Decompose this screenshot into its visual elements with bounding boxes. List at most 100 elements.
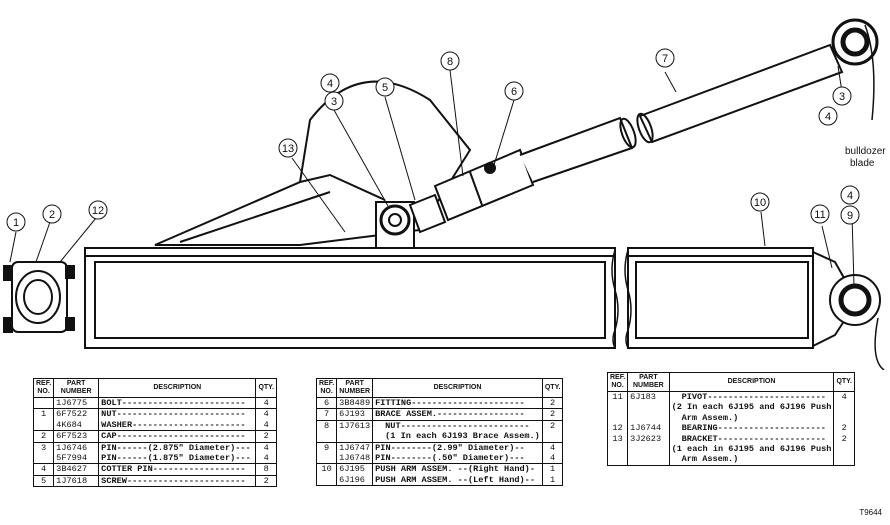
ref-cell	[607, 444, 629, 455]
description-cell: COTTER PIN------------------	[98, 463, 256, 476]
callout-3b	[832, 86, 852, 106]
callout-12-label: 12	[92, 205, 104, 217]
callout-4a-label: 4	[327, 78, 333, 90]
callout-4a	[320, 73, 340, 93]
figure-code: T9644	[859, 508, 882, 517]
table-row: (1 In each 6J193 Brace Assem.)	[316, 431, 563, 443]
part-number-cell: 1J7613	[336, 419, 374, 432]
header-qty: QTY.	[833, 372, 855, 392]
ref-cell: 13	[607, 433, 629, 445]
description-cell: (1 each in 6J195 and 6J196 Push	[671, 444, 832, 455]
header-ref: REF.NO.	[606, 372, 629, 392]
part-number-cell: 6F7522	[53, 408, 100, 420]
description-cell: NUT-------------------------	[372, 419, 543, 432]
callout-2-label: 2	[49, 209, 55, 221]
callout-6-label: 6	[511, 86, 517, 98]
part-number-cell: 1J6744	[627, 423, 670, 434]
part-number-cell: 6J195	[336, 463, 374, 475]
description-cell: PIN------(2.875" Diameter)---	[98, 441, 256, 454]
table-row: Arm Assem.)	[607, 454, 855, 466]
description-cell: BRACKET---------------------	[681, 433, 826, 444]
description-cell: NUT-------------------------	[98, 408, 256, 420]
part-number-cell: 6J183	[627, 391, 670, 403]
ref-cell	[316, 474, 338, 486]
qty-cell: 2	[541, 419, 563, 432]
qty-cell: 2	[541, 397, 563, 409]
part-number-cell	[627, 402, 670, 413]
table-row: (1 each in 6J195 and 6J196 Push	[607, 444, 855, 455]
qty-cell: 4	[255, 441, 277, 454]
ref-cell	[607, 402, 629, 413]
callout-10	[750, 192, 770, 212]
part-number-cell	[336, 431, 374, 443]
qty-cell: 4	[541, 453, 563, 464]
part-number-cell	[627, 412, 670, 424]
callout-7	[655, 48, 675, 68]
header-desc: DESCRIPTION	[668, 372, 835, 392]
description-cell: Arm Assem.)	[681, 412, 739, 423]
bracket	[154, 80, 472, 249]
ref-cell: 8	[316, 419, 338, 432]
push-arm	[84, 247, 849, 349]
description-cell: CAP-------------------------	[98, 430, 256, 443]
ref-cell: 10	[316, 463, 338, 475]
ref-cell: 12	[607, 423, 629, 434]
callout-6	[504, 81, 524, 101]
ref-cell: 7	[316, 408, 338, 421]
callout-2	[42, 204, 62, 224]
ref-cell: 6	[316, 397, 338, 409]
callout-5	[375, 77, 395, 97]
callout-4c-label: 4	[847, 190, 853, 202]
qty-cell: 4	[255, 419, 277, 431]
description-cell: FITTING----------------------	[375, 398, 525, 408]
description-cell: SCREW-----------------------	[98, 474, 256, 487]
header-qty: QTY.	[255, 378, 277, 398]
qty-cell: 4	[255, 397, 277, 409]
description-cell: BRACE ASSEM.-----------------	[372, 408, 543, 421]
part-number-cell: 5F7994	[53, 453, 100, 464]
callout-8	[440, 51, 460, 71]
qty-cell: 2	[255, 474, 277, 487]
qty-cell: 4	[255, 453, 277, 464]
ref-cell: 3	[33, 441, 55, 454]
qty-cell: 4	[833, 391, 855, 403]
part-number-cell: 1J6775	[53, 397, 100, 409]
callout-1-label: 1	[13, 217, 19, 229]
callout-4b	[818, 106, 838, 126]
callout-5-label: 5	[382, 82, 388, 94]
qty-cell	[833, 444, 855, 455]
callout-4b-label: 4	[825, 111, 831, 123]
description-cell: (2 In each 6J195 and 6J196 Push	[671, 402, 832, 413]
description-cell: WASHER----------------------	[101, 419, 246, 430]
ref-cell: 2	[33, 430, 55, 443]
qty-cell	[833, 412, 855, 424]
header-desc: DESCRIPTION	[372, 378, 543, 398]
ref-cell: 1	[33, 408, 55, 420]
part-number-cell: 1J6747	[336, 441, 374, 454]
part-number-cell	[627, 444, 670, 455]
callout-4c	[840, 185, 860, 205]
callout-9	[840, 205, 860, 225]
qty-cell	[833, 454, 855, 466]
part-number-cell: 6F7523	[53, 430, 100, 443]
part-number-cell: 1J7618	[53, 474, 100, 487]
part-number-cell: 3B8489	[336, 397, 374, 409]
ref-cell	[33, 397, 55, 409]
callout-3b-label: 3	[839, 91, 845, 103]
header-desc: DESCRIPTION	[98, 378, 257, 398]
callout-1	[6, 212, 26, 232]
